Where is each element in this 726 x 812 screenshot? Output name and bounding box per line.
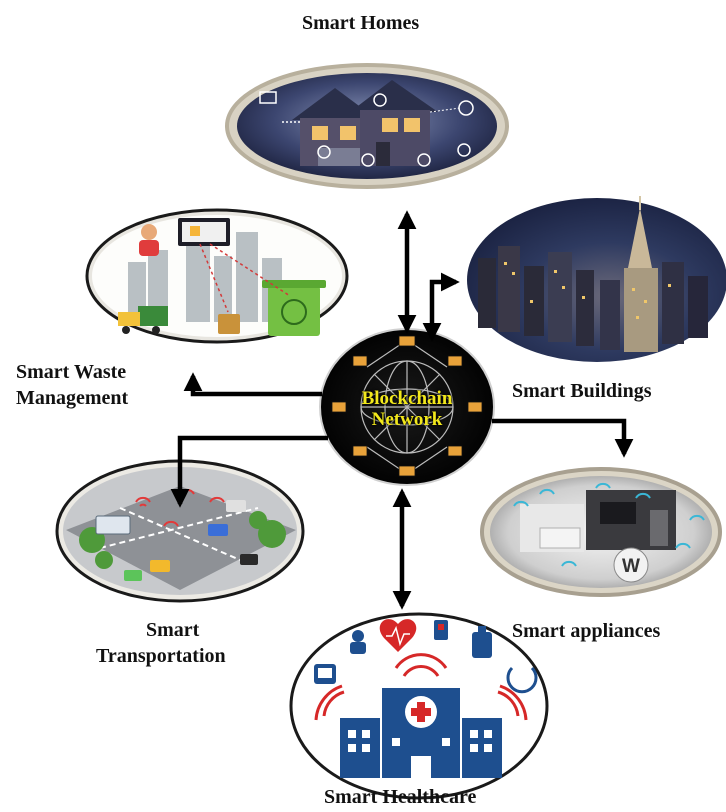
smart-healthcare-node [289, 612, 549, 800]
smart-waste-label-line1: Smart Waste [16, 361, 127, 383]
appliance-logo-badge [613, 547, 649, 583]
arrow-transportation [170, 435, 328, 508]
heart-monitor-icon [379, 619, 417, 652]
smart-homes-label: Smart Homes [302, 12, 420, 34]
smart-transportation-label-line2: Transportation [96, 645, 226, 667]
computer-node-icons [331, 335, 483, 477]
trash-bin-icon [262, 280, 326, 336]
smart-home-icons [259, 91, 474, 167]
blockchain-network-node [319, 328, 495, 486]
center-label-line2: Network [371, 409, 443, 430]
smart-buildings-node [467, 196, 726, 362]
building-lights [504, 262, 671, 319]
person-avatar-icon [139, 224, 159, 256]
smart-appliances-label: Smart appliances [512, 620, 661, 642]
arrow-appliances [492, 418, 634, 458]
smart-buildings-label: Smart Buildings [512, 380, 652, 402]
hospital-building [340, 688, 502, 778]
blockchain-network-label: Blockchain Network [322, 388, 492, 430]
skyline-illustration [478, 196, 708, 352]
smart-homes-node [225, 63, 509, 189]
vehicles [95, 500, 258, 581]
room-interior [520, 490, 676, 552]
smart-appliances-node: W [480, 467, 722, 597]
signal-arcs [314, 653, 528, 721]
monitor-icon [178, 218, 230, 246]
small-bin-icon [218, 314, 240, 334]
arrow-waste [183, 372, 322, 397]
garbage-truck-icon [118, 306, 168, 334]
smart-waste-label-line2: Management [16, 387, 129, 409]
arrow-buildings [422, 272, 460, 342]
medical-icons [314, 620, 538, 694]
appliance-logo-letter: W [622, 556, 640, 577]
smart-healthcare-label: Smart Healthcare [324, 786, 477, 808]
smart-transportation-node [55, 459, 305, 603]
smart-transportation-label-line1: Smart [146, 619, 200, 641]
smart-waste-node [85, 208, 349, 344]
connection-arrows [170, 210, 634, 610]
center-label-line1: Blockchain [361, 388, 453, 409]
appliance-wifi-icons [513, 482, 705, 567]
